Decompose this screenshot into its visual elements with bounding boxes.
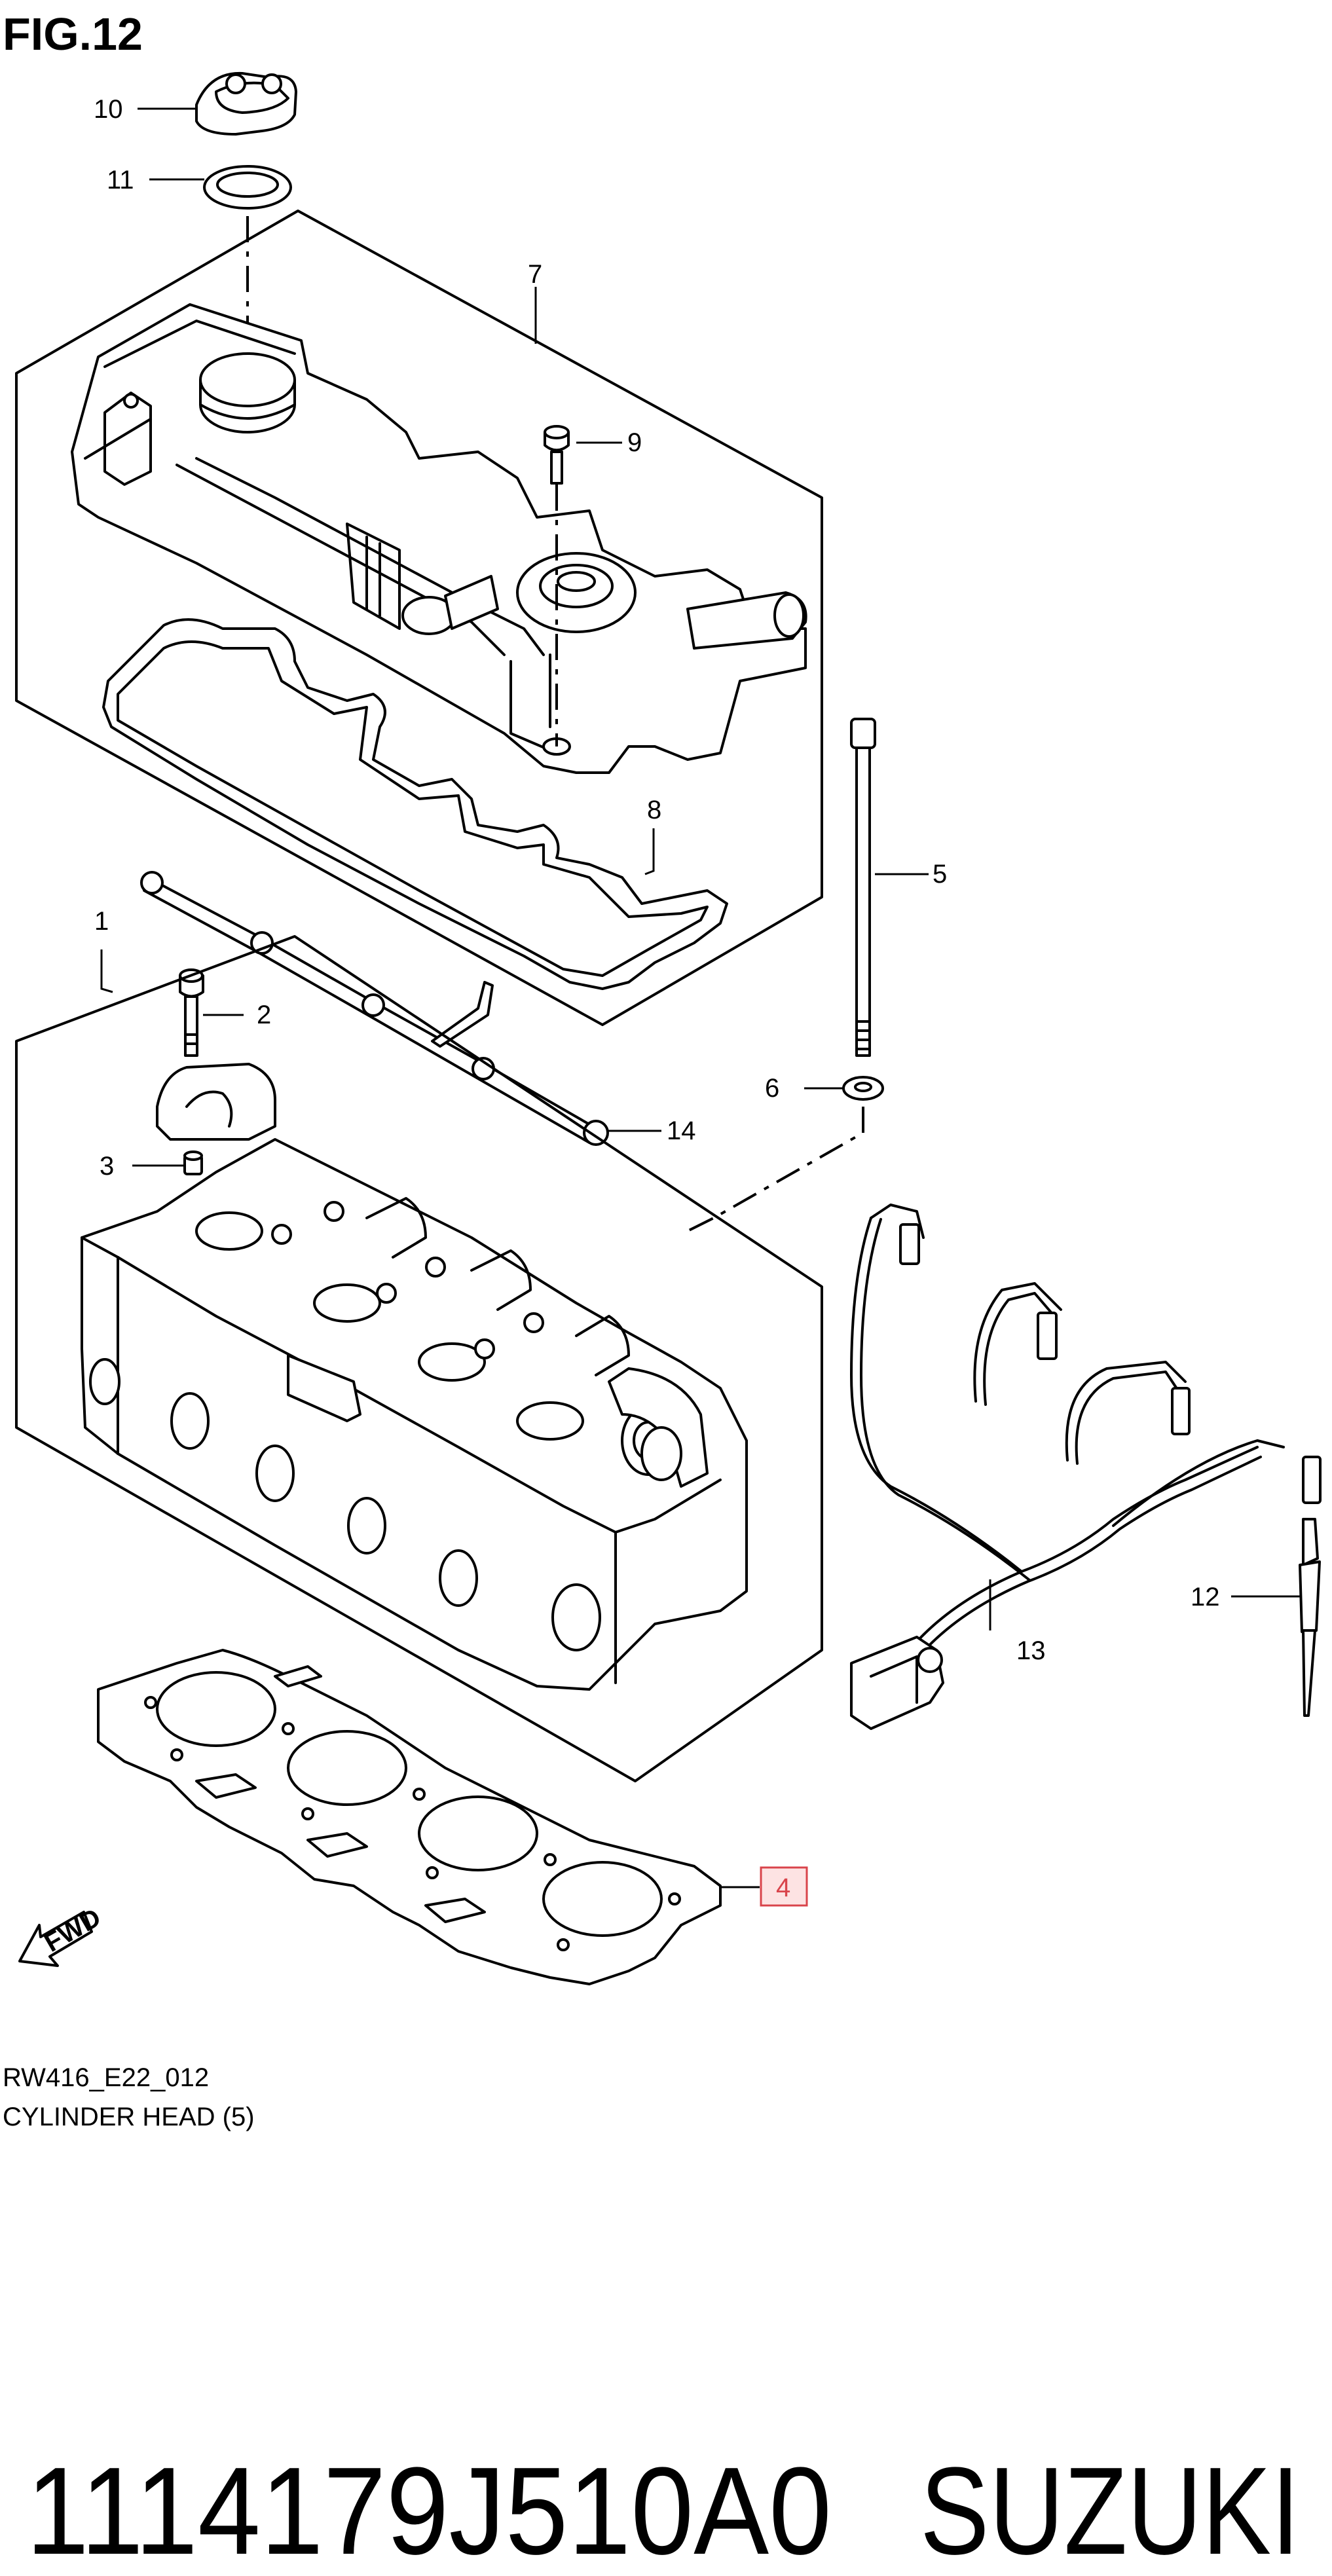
callout-6[interactable]: 6: [765, 1074, 779, 1103]
section-title: CYLINDER HEAD (5): [3, 2103, 255, 2131]
part-8-cover-gasket[interactable]: [102, 618, 728, 990]
figure-title: FIG.12: [3, 9, 143, 60]
assembly-axis-bolt5: [687, 1107, 864, 1232]
part-2-bolt[interactable]: [179, 968, 204, 1057]
callout-9[interactable]: 9: [627, 428, 642, 457]
drawing-code: RW416_E22_012: [3, 2063, 209, 2092]
part-9-bolt[interactable]: [544, 425, 570, 485]
part-11-seal-ring[interactable]: [203, 165, 292, 210]
callout-11[interactable]: 11: [107, 166, 134, 194]
callout-12[interactable]: 12: [1191, 1583, 1220, 1611]
part-6-washer[interactable]: [842, 1076, 884, 1101]
callout-14[interactable]: 14: [667, 1116, 696, 1145]
part-5-long-bolt[interactable]: [850, 718, 876, 1057]
callout-4[interactable]: 4: [776, 1873, 790, 1902]
part-1-cylinder-head[interactable]: [81, 1138, 748, 1691]
part-number: 1114179J510A0: [26, 2442, 832, 2576]
callout-7[interactable]: 7: [528, 260, 542, 289]
group-frame-cover: [15, 210, 823, 1026]
callout-3[interactable]: 3: [100, 1152, 114, 1181]
callout-13[interactable]: 13: [1016, 1636, 1046, 1665]
part-10-oil-filler-cap[interactable]: [195, 71, 297, 136]
callout-10[interactable]: 10: [94, 95, 123, 124]
camshaft-cap[interactable]: [156, 1063, 276, 1141]
part-4-head-gasket[interactable]: [97, 1649, 722, 1985]
callout-5[interactable]: 5: [933, 860, 947, 889]
part-3-dowel[interactable]: [183, 1150, 203, 1175]
part-7-head-cover[interactable]: [71, 303, 807, 774]
forward-direction-arrow: FWD: [18, 1903, 106, 1967]
part-14-pipe[interactable]: [140, 871, 609, 1146]
fwd-label: FWD: [40, 1903, 106, 1958]
group-frame-head: [15, 935, 823, 1782]
callout-2[interactable]: 2: [257, 1001, 271, 1029]
brand-name: SUZUKI: [920, 2442, 1300, 2576]
callout-8[interactable]: 8: [647, 796, 661, 824]
part-13-wiring-harness[interactable]: [850, 1204, 1322, 1730]
part-12-glow-plug[interactable]: [1299, 1518, 1321, 1717]
leader-lines: [100, 107, 1300, 1888]
callout-1[interactable]: 1: [94, 907, 109, 936]
callout-4-highlight[interactable]: 4: [760, 1866, 808, 1907]
